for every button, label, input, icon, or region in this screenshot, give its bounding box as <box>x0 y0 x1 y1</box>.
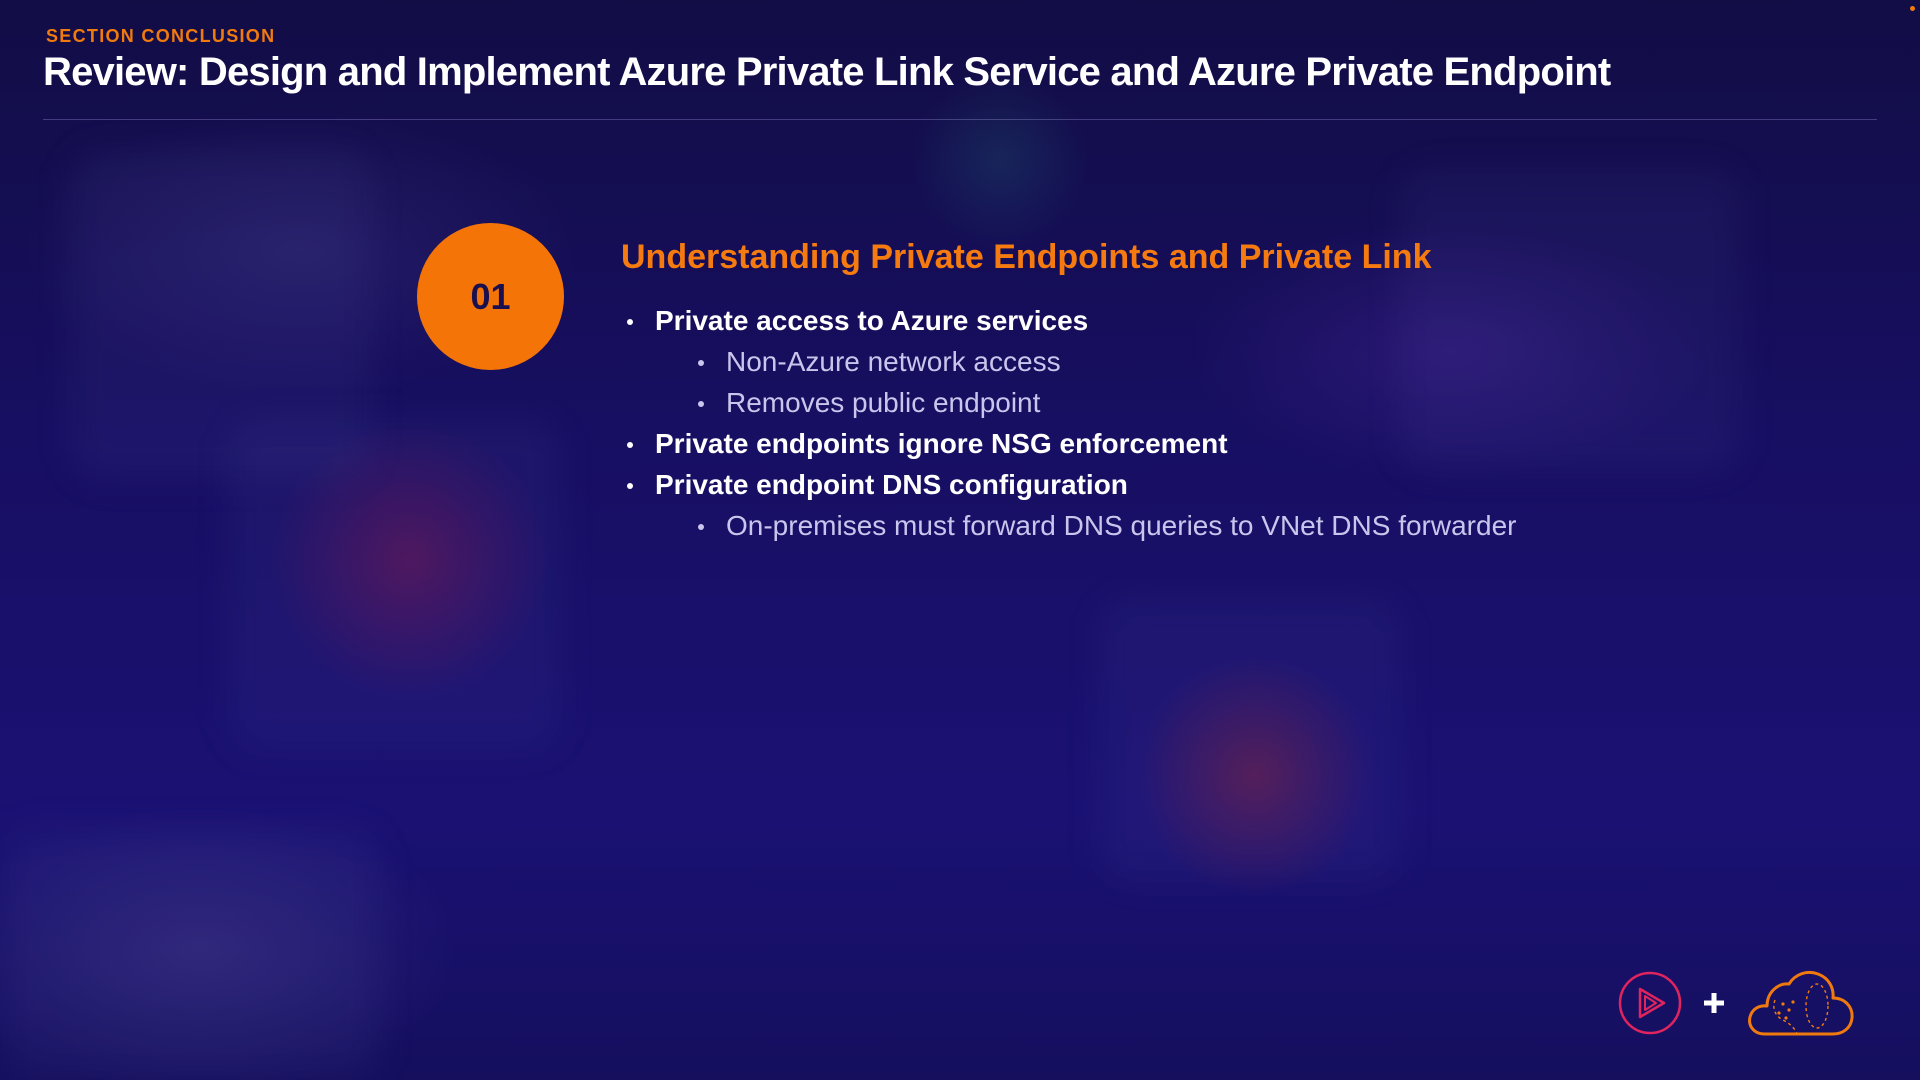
section-number-badge: 01 <box>417 223 564 370</box>
section-number: 01 <box>470 275 511 317</box>
section-heading: Understanding Private Endpoints and Priv… <box>621 238 1432 276</box>
play-logo-icon <box>1618 971 1682 1035</box>
section-label: SECTION CONCLUSION <box>46 26 276 46</box>
cloud-logo-icon <box>1748 970 1854 1036</box>
bullet-item: Private endpoints ignore NSG enforcement <box>621 423 1516 464</box>
sub-bullet-item: Non-Azure network access <box>621 341 1516 382</box>
bullet-list: Private access to Azure services Non-Azu… <box>621 300 1516 546</box>
background-shape <box>230 420 560 750</box>
bullet-item: Private endpoint DNS configuration <box>621 464 1516 505</box>
corner-dot <box>1910 6 1915 11</box>
sub-bullet-item: On-premises must forward DNS queries to … <box>621 505 1516 546</box>
plus-icon <box>1704 993 1724 1013</box>
header-divider <box>43 119 1877 120</box>
background-shape <box>0 830 380 1080</box>
bullet-item: Private access to Azure services <box>621 300 1516 341</box>
slide-title: Review: Design and Implement Azure Priva… <box>43 50 1611 94</box>
sub-bullet-item: Removes public endpoint <box>621 382 1516 423</box>
background-shape <box>1100 600 1400 880</box>
background-shape <box>1400 170 1740 470</box>
background-shape <box>70 150 370 480</box>
